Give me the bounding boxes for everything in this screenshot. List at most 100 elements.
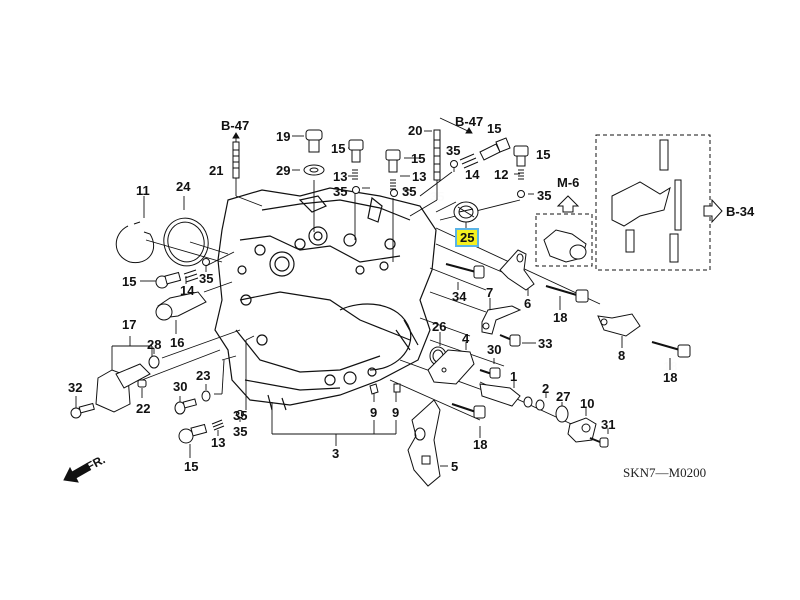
callout-15-right-a[interactable]: 15 (487, 121, 502, 136)
callout-10[interactable]: 10 (580, 396, 595, 411)
part-18-bolt-lower (451, 403, 486, 419)
ref-b47-right[interactable]: B-47 (455, 114, 484, 129)
callout-13-left[interactable]: 13 (211, 435, 226, 450)
part-33-bolt (499, 334, 521, 347)
callout-1[interactable]: 1 (510, 369, 518, 384)
ref-m6[interactable]: M-6 (557, 175, 580, 190)
part-31-bolt (589, 437, 609, 448)
callout-18-upper[interactable]: 18 (553, 310, 568, 325)
diagram-code: SKN7—M0200 (623, 465, 707, 480)
callout-20[interactable]: 20 (408, 123, 423, 138)
callout-35-upper-d[interactable]: 35 (537, 188, 552, 203)
callout-33[interactable]: 33 (538, 336, 553, 351)
part-13-spring-a (352, 169, 358, 180)
part-35-ball-b (390, 189, 398, 197)
callout-3[interactable]: 3 (332, 446, 340, 461)
callout-17[interactable]: 17 (122, 317, 137, 332)
callout-11[interactable]: 11 (136, 183, 150, 198)
part-6-bracket (499, 249, 535, 291)
callout-34[interactable]: 34 (452, 289, 467, 304)
part-1-shaft (479, 383, 521, 407)
callout-29[interactable]: 29 (276, 163, 291, 178)
callout-15-right-b[interactable]: 15 (536, 147, 551, 162)
callout-35-upper-a[interactable]: 35 (333, 184, 348, 199)
part-15-bolt-right-b (513, 145, 529, 167)
callout-18-extra: 18 (663, 360, 677, 373)
callout-14-left[interactable]: 14 (180, 283, 195, 298)
part-15-bolt-upper-a (348, 139, 364, 163)
callout-6[interactable]: 6 (524, 296, 532, 311)
part-35-ball-c (450, 160, 458, 168)
part-18-bolt-right (651, 341, 691, 358)
callout-30-left[interactable]: 30 (173, 379, 188, 394)
callout-15-upper-b[interactable]: 15 (411, 151, 426, 166)
ref-b34[interactable]: B-34 (726, 204, 755, 219)
part-28-o-ring (148, 355, 160, 369)
callout-24[interactable]: 24 (176, 179, 191, 194)
part-30-bolt-left (174, 398, 197, 415)
callout-35-upper-b[interactable]: 35 (402, 184, 417, 199)
callout-2[interactable]: 2 (542, 381, 550, 396)
m6-dashed-box (535, 213, 593, 267)
callout-32[interactable]: 32 (68, 380, 83, 395)
callout-15-left[interactable]: 15 (122, 274, 137, 289)
part-13-spring-left (211, 419, 225, 431)
m6-up-arrow (556, 195, 580, 213)
part-10-holder (567, 417, 597, 443)
part-29-washer (303, 164, 325, 176)
callout-16[interactable]: 16 (170, 335, 185, 350)
callout-13-upper-a[interactable]: 13 (333, 169, 348, 184)
callout-35-left-a[interactable]: 35 (199, 271, 214, 286)
callout-18-right[interactable]: 18 (663, 370, 678, 385)
callout-15-lower[interactable]: 15 (184, 459, 199, 474)
part-27-o-ring (555, 405, 569, 423)
callout-13-upper-b[interactable]: 13 (412, 169, 427, 184)
callout-19[interactable]: 19 (276, 129, 291, 144)
callout-26[interactable]: 26 (432, 319, 447, 334)
ref-b47-left[interactable]: B-47 (221, 118, 250, 133)
part-2-bushing (523, 396, 545, 411)
callout-8[interactable]: 8 (618, 348, 626, 363)
callout-35-extra: 35 (430, 190, 444, 203)
part-15-bolt-left (155, 271, 182, 289)
part-35-ball-f (236, 410, 244, 418)
part-16-switch (155, 291, 207, 321)
callout-31[interactable]: 31 (601, 417, 616, 432)
callout-27[interactable]: 27 (556, 389, 571, 404)
front-direction-arrow (63, 463, 91, 483)
part-5-plate (407, 399, 441, 487)
part-15-bolt-right-a (479, 137, 511, 161)
part-4-cover (427, 349, 475, 385)
callout-22[interactable]: 22 (136, 401, 151, 416)
callout-7[interactable]: 7 (486, 285, 494, 300)
callout-30-right[interactable]: 30 (487, 342, 502, 357)
callout-18-lower[interactable]: 18 (473, 437, 488, 452)
part-22-pin (137, 379, 147, 388)
part-12-spring (518, 169, 524, 180)
callout-9-b[interactable]: 9 (392, 405, 400, 420)
callout-21[interactable]: 21 (209, 163, 224, 178)
callout-4[interactable]: 4 (462, 331, 470, 346)
part-18-bolt-upper (545, 285, 589, 303)
callout-35-left-c[interactable]: 35 (233, 408, 248, 423)
callout-14-upper[interactable]: 14 (465, 167, 480, 182)
part-19-plug (305, 129, 323, 153)
callout-25-highlighted[interactable]: 25 (455, 228, 480, 247)
callout-15-upper-a[interactable]: 15 (331, 141, 346, 156)
part-13-spring-b (390, 179, 396, 190)
part-23-washer (201, 390, 211, 402)
part-9-plug-b (393, 383, 401, 393)
callout-23[interactable]: 23 (196, 368, 211, 383)
callout-9-a[interactable]: 9 (370, 405, 378, 420)
transmission-case (214, 187, 437, 411)
part-15-bolt-lower (178, 423, 208, 444)
callout-12[interactable]: 12 (494, 167, 509, 182)
part-35-ball-e (202, 258, 210, 266)
callout-5[interactable]: 5 (451, 459, 459, 474)
part-14-spring-left (183, 269, 199, 283)
callout-35-upper-c[interactable]: 35 (446, 143, 461, 158)
part-30-bolt-right (479, 367, 501, 379)
part-20-stud (433, 129, 441, 181)
callout-35-left-b[interactable]: 35 (233, 424, 248, 439)
callout-28[interactable]: 28 (147, 337, 162, 352)
